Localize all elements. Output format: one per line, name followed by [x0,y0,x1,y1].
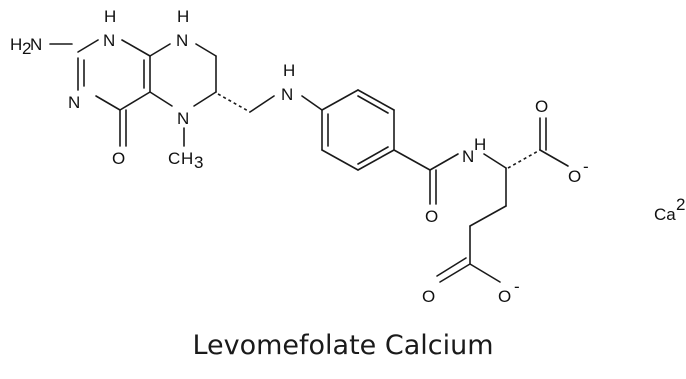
bond-ar-dbl-2 [357,146,389,165]
label-n-methyl: N [177,109,189,128]
bond-ar-6 [321,89,359,111]
bond-nh-ca [483,153,507,169]
figure-caption: Levomefolate Calcium [192,330,494,361]
bond-co-nh [429,153,459,171]
bond-c2-n1 [77,39,99,53]
label-o-acid-bottom-dbl: O [422,287,435,306]
bond-n8-c7 [195,43,217,57]
bond-ca-cooh-stereo [507,149,541,169]
label-o-acid-top-neg: O [568,167,581,186]
label-nh2-h: H [10,35,22,54]
label-nh-link-n: N [281,85,293,104]
bond-ar-dbl-3 [357,95,389,114]
label-nh2-n: N [30,35,42,54]
bond-ar-2 [321,149,359,171]
bond-ar-5 [357,89,395,111]
bond-cooh-o-neg [539,149,569,167]
label-nh-amide-n: N [462,147,474,166]
bond-n5-c4a [149,91,173,107]
bonds [49,39,569,283]
label-n-ring-left: N [68,93,80,112]
bond-cd-o-neg [469,263,501,283]
label-nh2-sub: 2 [22,39,31,58]
bond-c8a-n8 [149,43,171,57]
label-nh-amide-h: H [474,135,486,154]
label-h-top-left: H [104,7,116,26]
label-n-top-left: N [103,31,115,50]
bond-n1-c8a [121,39,151,57]
label-o-carbonyl-left: O [112,149,125,168]
bond-ar-co [393,149,431,171]
label-o-amide: O [425,207,438,226]
label-h-top-right: H [177,7,189,26]
label-calcium-charge: 2 [676,195,685,214]
label-n-top-right: N [176,31,188,50]
bond-ch2-nh [249,95,275,113]
label-o-acid-top-charge: - [583,157,589,176]
bond-c4-n3 [95,95,121,111]
label-o-acid-bottom-neg: O [498,287,511,306]
bond-cd-o-dbl [439,263,471,283]
bond-nh-ar [301,95,323,111]
label-calcium: Ca [654,205,676,224]
label-ch3-sub: 3 [194,153,203,172]
label-ch3-h: H [181,149,193,168]
bond-ar-3 [357,149,395,171]
bond-c6-ch2-stereo [217,93,251,113]
bond-cd-o-dbl2 [436,257,467,277]
label-nh-link-h: H [283,61,295,80]
label-ch3-c: C [168,149,180,168]
label-o-acid-top-dbl: O [535,97,548,116]
bond-c6-n5 [193,91,217,107]
bond-c4a-c4 [119,91,151,111]
bond-cb-cg [469,205,507,227]
atom-labels: H 2 N H N H N N O N C H 3 H N N H O O O … [10,7,685,306]
label-o-acid-bottom-charge: - [514,277,520,296]
